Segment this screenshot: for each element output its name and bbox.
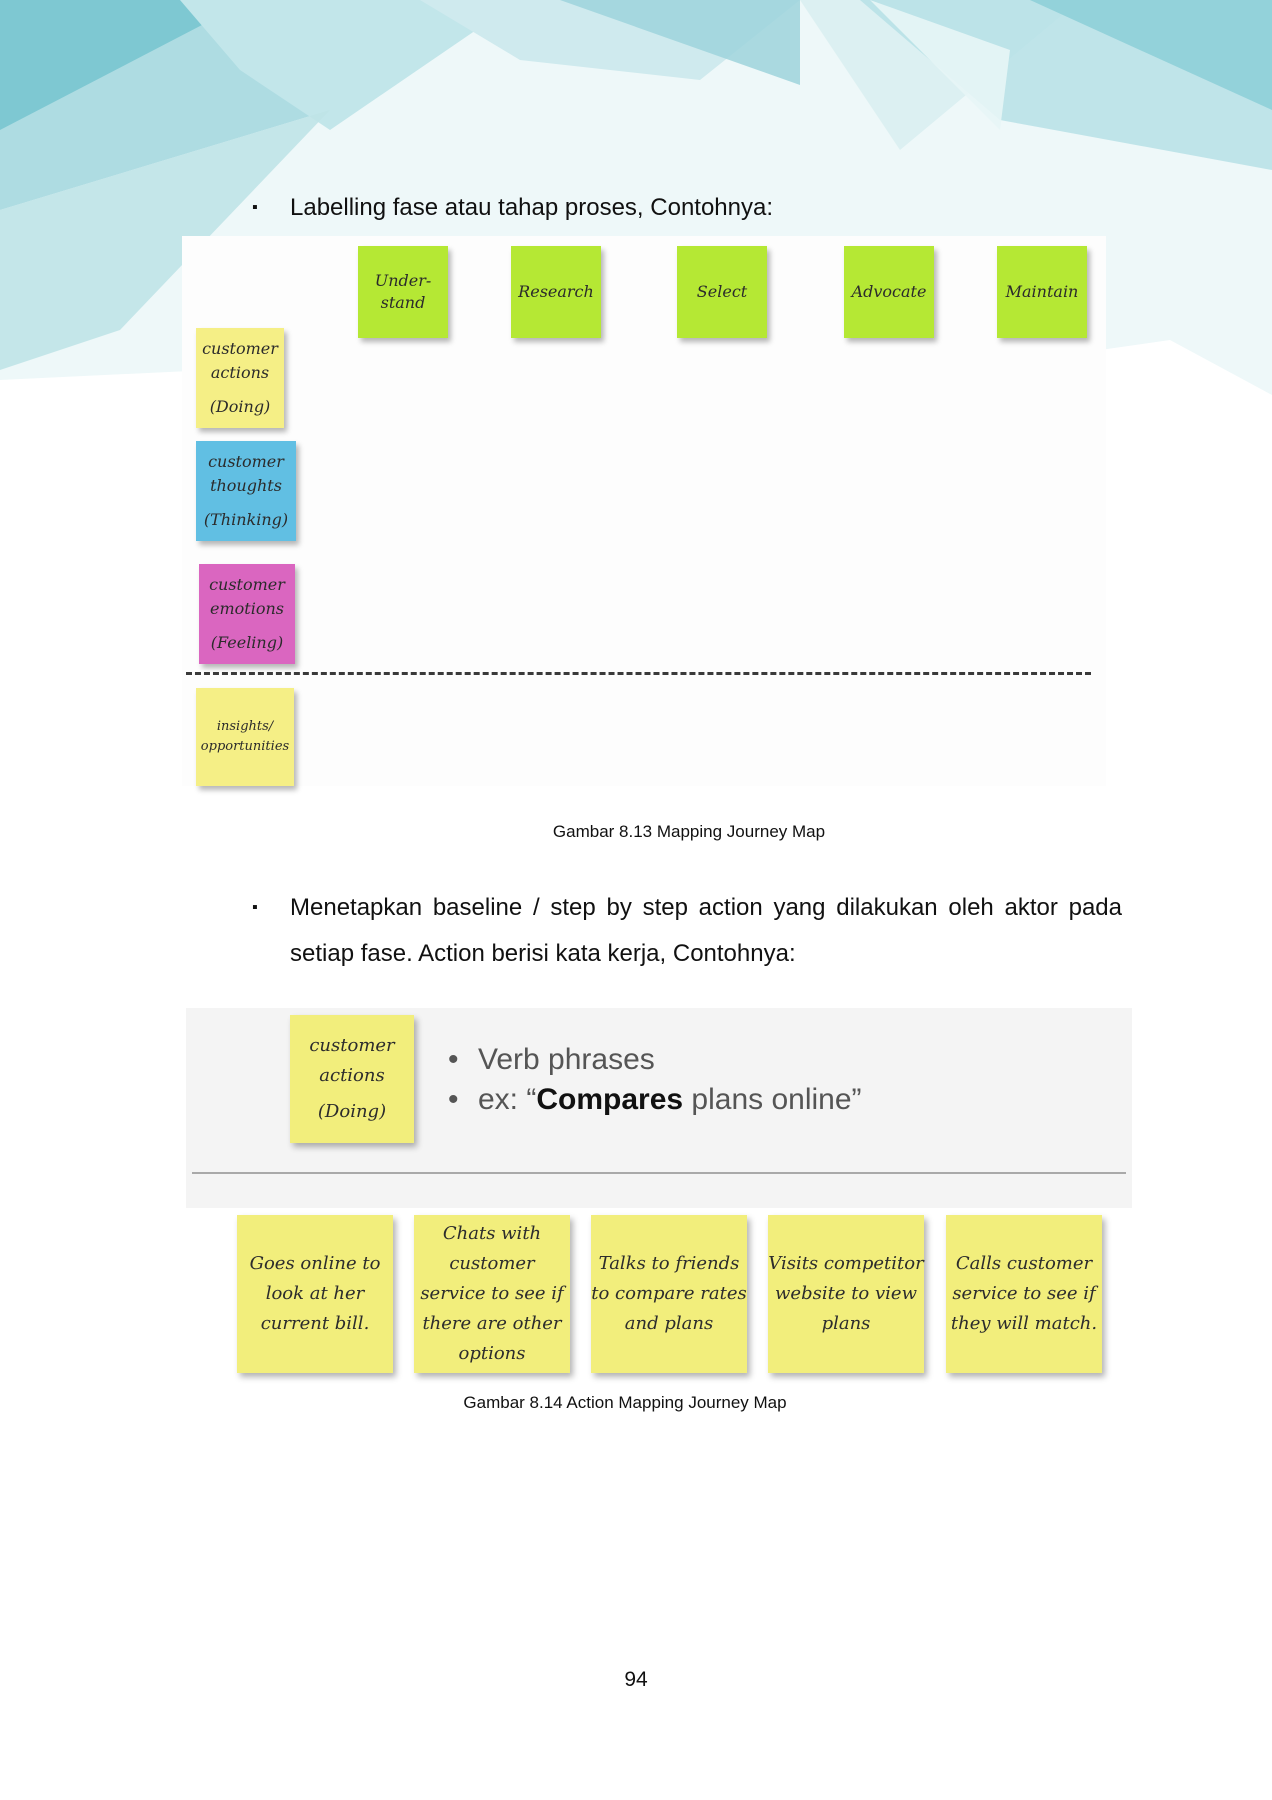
action-note: Talks to friends to compare rates and pl… <box>591 1215 747 1373</box>
section-divider <box>186 672 1091 675</box>
row-label-note: insights/ opportunities <box>196 688 294 786</box>
row-label-note: customer thoughts(Thinking) <box>196 441 296 541</box>
action-note: Goes online to look at her current bill. <box>237 1215 393 1373</box>
figure-caption: Gambar 8.13 Mapping Journey Map <box>552 822 826 841</box>
page-number: 94 <box>624 1668 648 1691</box>
bullet-marker: ▪ <box>252 899 258 916</box>
phase-note: Under- stand <box>358 246 448 338</box>
verb-examples: •Verb phrases •ex: “Compares plans onlin… <box>448 1043 862 1116</box>
phase-note: Advocate <box>844 246 934 338</box>
figure-caption: Gambar 8.14 Action Mapping Journey Map <box>463 1393 787 1412</box>
bullet-marker: ▪ <box>252 199 258 216</box>
action-note: Calls customer service to see if they wi… <box>946 1215 1102 1373</box>
action-note: Visits competitor website to view plans <box>768 1215 924 1373</box>
divider-line <box>192 1172 1126 1174</box>
bullet-text: Menetapkan baseline / step by step actio… <box>290 894 1122 967</box>
row-label-note: customer emotions(Feeling) <box>199 564 295 664</box>
action-mapping-figure: customer actions (Doing) •Verb phrases •… <box>186 1008 1132 1393</box>
row-label-note: customer actions(Doing) <box>196 328 284 428</box>
phase-note: Select <box>677 246 767 338</box>
phase-note: Maintain <box>997 246 1087 338</box>
header-note: customer actions (Doing) <box>290 1015 414 1143</box>
journey-map-figure: Under- stand Research Select Advocate Ma… <box>182 236 1106 786</box>
action-note: Chats with customer service to see if th… <box>414 1215 570 1373</box>
phase-note: Research <box>511 246 601 338</box>
bullet-text: Labelling fase atau tahap proses, Contoh… <box>290 194 774 221</box>
